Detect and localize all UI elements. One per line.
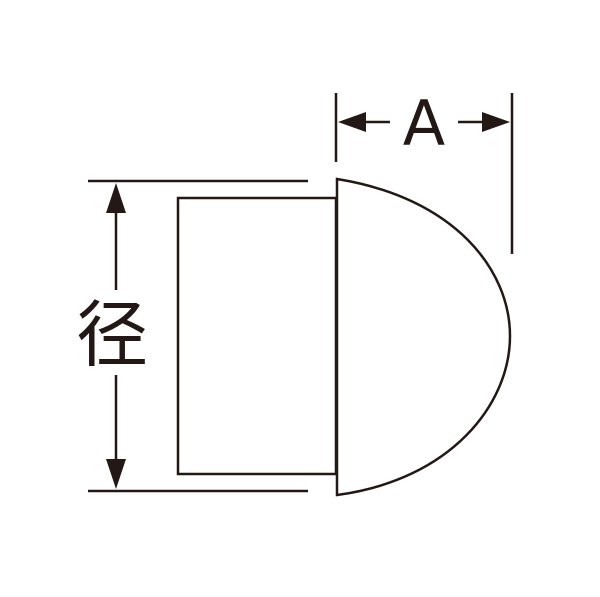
shank-body	[176, 196, 338, 476]
diameter-arrowhead-bottom	[106, 459, 126, 489]
width-arrowhead-right	[482, 112, 510, 132]
width-label: A	[403, 87, 445, 160]
dome-head	[335, 177, 512, 497]
diameter-arrowhead-top	[106, 183, 126, 213]
diameter-label: 径	[76, 293, 148, 377]
width-arrowhead-left	[338, 112, 366, 132]
